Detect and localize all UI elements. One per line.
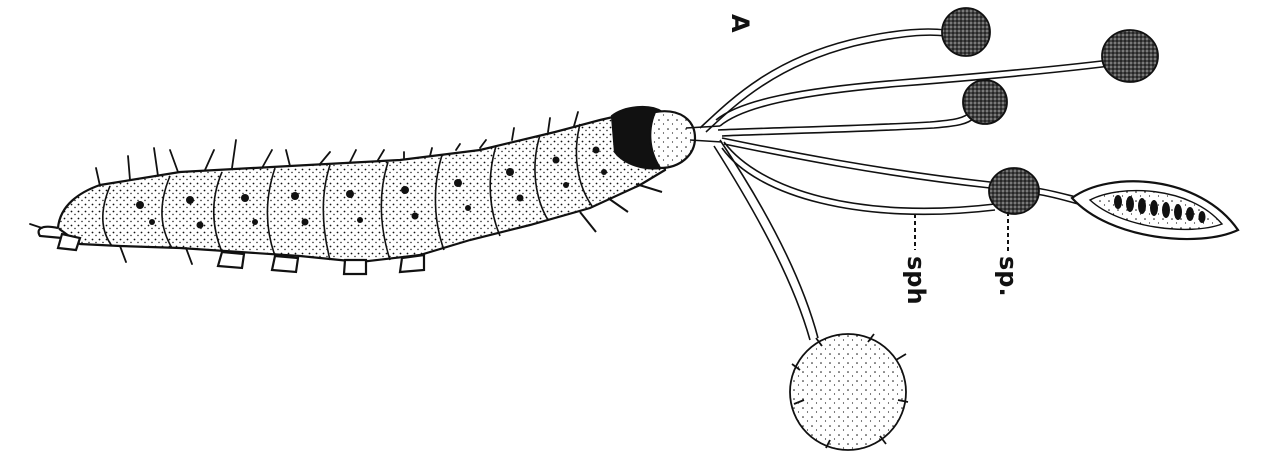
sporangiophores <box>686 29 1110 340</box>
sporangium-labeled <box>989 168 1039 214</box>
label-leaders <box>915 212 1008 252</box>
sporangium-right <box>1102 30 1158 82</box>
caterpillar-face <box>650 111 695 168</box>
panel-label: A <box>726 14 754 33</box>
caterpillar <box>30 107 695 274</box>
anal-proleg <box>58 234 80 250</box>
label-sph: sph <box>902 256 930 305</box>
sporangia <box>790 8 1238 450</box>
sporangium-large <box>790 334 906 450</box>
caterpillar-body <box>58 112 665 262</box>
sporangium-mid <box>963 80 1007 124</box>
label-sp: sp. <box>994 256 1022 297</box>
sporangium-top <box>942 8 990 56</box>
